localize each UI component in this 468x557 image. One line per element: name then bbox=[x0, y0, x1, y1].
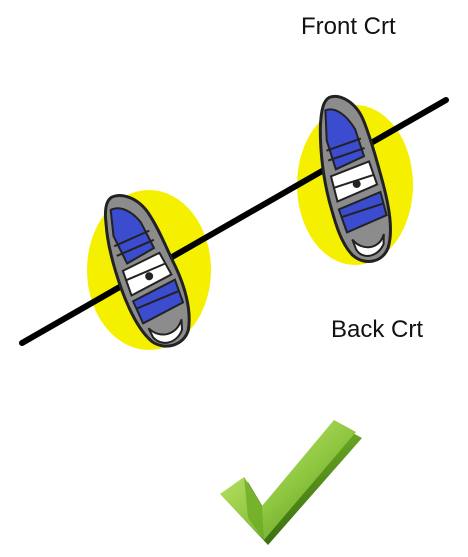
front-court-label: Front Crt bbox=[301, 15, 396, 39]
back-court-label: Back Crt bbox=[331, 318, 423, 342]
checkmark-icon bbox=[220, 420, 362, 545]
